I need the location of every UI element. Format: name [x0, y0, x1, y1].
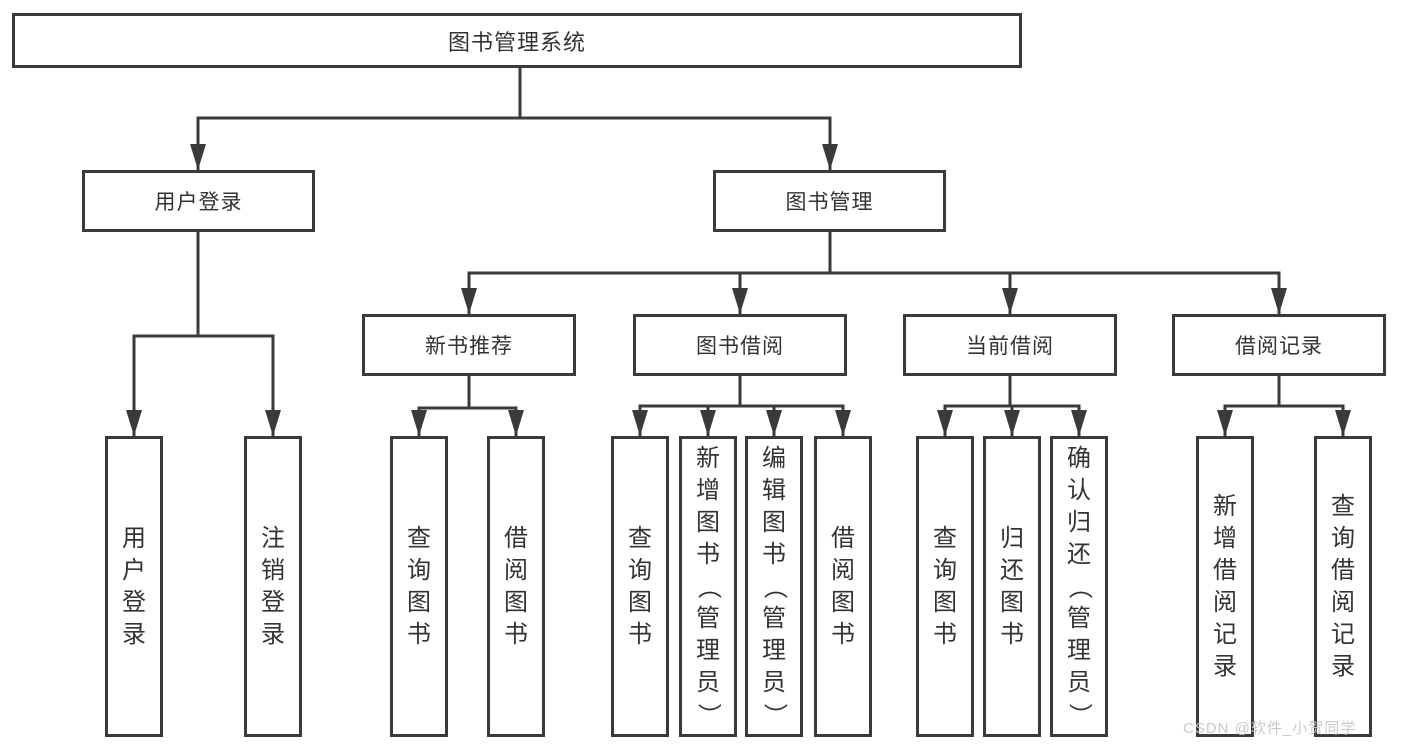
leaf-user-login-label: 用户登录: [122, 524, 146, 648]
leaf-logout-label: 注销登录: [261, 524, 285, 648]
leaf-confirm-return-admin: 确认归还（管理员）: [1050, 436, 1108, 737]
leaf-query-borrow-record-label: 查询借阅记录: [1331, 492, 1355, 680]
leaf-add-book-admin: 新增图书（管理员）: [679, 436, 737, 737]
leaf-query-books-current: 查询图书: [916, 436, 974, 737]
node-book-management-label: 图书管理: [785, 191, 874, 214]
leaf-logout: 注销登录: [244, 436, 302, 737]
leaf-confirm-return-admin-label: 确认归还（管理员）: [1066, 444, 1093, 727]
node-book-borrow: 图书借阅: [633, 314, 847, 376]
node-root-label: 图书管理系统: [447, 29, 586, 55]
leaf-add-borrow-record-label: 新增借阅记录: [1213, 492, 1237, 680]
leaf-query-borrow-record: 查询借阅记录: [1314, 436, 1372, 737]
leaf-borrow-books-2: 借阅图书: [814, 436, 872, 737]
node-borrow-records-label: 借阅记录: [1235, 335, 1323, 358]
leaf-borrow-books-recommend: 借阅图书: [487, 436, 545, 737]
leaf-edit-book-admin: 编辑图书（管理员）: [745, 436, 803, 737]
leaf-edit-book-admin-label: 编辑图书（管理员）: [761, 444, 788, 727]
leaf-return-book: 归还图书: [983, 436, 1041, 737]
leaf-borrow-books-2-label: 借阅图书: [831, 524, 855, 648]
leaf-add-borrow-record: 新增借阅记录: [1196, 436, 1254, 737]
node-book-borrow-label: 图书借阅: [696, 335, 784, 358]
node-new-book-recommend: 新书推荐: [362, 314, 576, 376]
node-root: 图书管理系统: [12, 13, 1022, 68]
node-borrow-records: 借阅记录: [1172, 314, 1386, 376]
watermark: CSDN @软件_小贺同学: [1183, 720, 1357, 737]
node-current-borrow: 当前借阅: [903, 314, 1117, 376]
leaf-borrow-books-recommend-label: 借阅图书: [504, 524, 528, 648]
node-book-management: 图书管理: [713, 170, 946, 232]
node-user-login: 用户登录: [82, 170, 315, 232]
node-current-borrow-label: 当前借阅: [966, 335, 1054, 358]
leaf-user-login: 用户登录: [105, 436, 163, 737]
node-new-book-recommend-label: 新书推荐: [425, 335, 513, 358]
leaf-query-books-borrow: 查询图书: [611, 436, 669, 737]
leaf-query-books-borrow-label: 查询图书: [628, 524, 652, 648]
node-user-login-label: 用户登录: [154, 191, 243, 214]
leaf-return-book-label: 归还图书: [1000, 524, 1024, 648]
leaf-query-books-recommend: 查询图书: [390, 436, 448, 737]
leaf-query-books-current-label: 查询图书: [933, 524, 957, 648]
leaf-add-book-admin-label: 新增图书（管理员）: [695, 444, 722, 727]
leaf-query-books-recommend-label: 查询图书: [407, 524, 431, 648]
